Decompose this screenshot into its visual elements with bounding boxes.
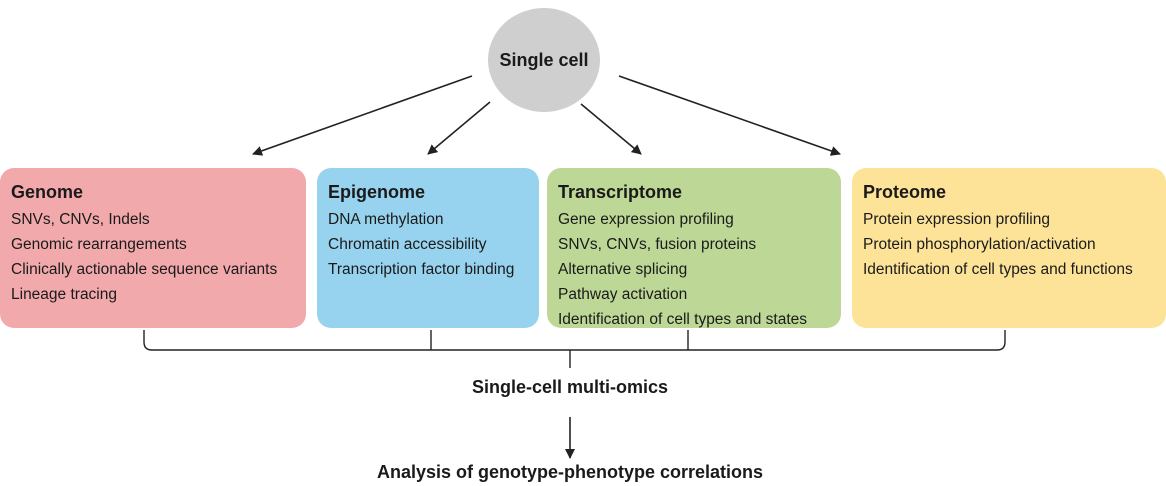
arrow-to-genome <box>252 75 473 156</box>
proteome-box: Proteome Protein expression profiling Pr… <box>852 168 1166 328</box>
genome-box: Genome SNVs, CNVs, Indels Genomic rearra… <box>0 168 306 328</box>
transcriptome-title: Transcriptome <box>558 182 683 202</box>
transcriptome-item: Pathway activation <box>558 286 688 303</box>
proteome-title: Proteome <box>863 182 947 202</box>
proteome-item: Identification of cell types and functio… <box>863 261 1133 278</box>
transcriptome-item: Alternative splicing <box>558 261 688 278</box>
proteome-item: Protein expression profiling <box>863 211 1050 228</box>
genome-item: Lineage tracing <box>11 286 117 303</box>
epigenome-item: Transcription factor binding <box>328 261 515 278</box>
epigenome-box: Epigenome DNA methylation Chromatin acce… <box>317 168 539 328</box>
analysis-label: Analysis of genotype-phenotype correlati… <box>376 462 764 482</box>
arrow-to-proteome <box>618 75 841 156</box>
epigenome-title: Epigenome <box>328 182 426 202</box>
single-cell-node: Single cell <box>488 8 600 112</box>
genome-item: SNVs, CNVs, Indels <box>11 211 150 228</box>
multiomics-label: Single-cell multi-omics <box>471 377 669 397</box>
bracket <box>143 330 1006 351</box>
proteome-item: Protein phosphorylation/activation <box>863 236 1096 253</box>
genome-item: Clinically actionable sequence variants <box>11 261 278 278</box>
arrow-to-transcriptome <box>580 103 642 155</box>
genome-item: Genomic rearrangements <box>11 236 187 253</box>
genome-title: Genome <box>11 182 84 202</box>
transcriptome-item: Gene expression profiling <box>558 211 734 228</box>
transcriptome-item: SNVs, CNVs, fusion proteins <box>558 236 757 253</box>
arrow-to-epigenome <box>427 101 491 155</box>
transcriptome-box: Transcriptome Gene expression profiling … <box>547 168 841 328</box>
single-cell-label: Single cell <box>499 49 589 70</box>
epigenome-item: DNA methylation <box>328 211 444 228</box>
transcriptome-item: Identification of cell types and states <box>558 311 808 328</box>
epigenome-item: Chromatin accessibility <box>328 236 487 253</box>
